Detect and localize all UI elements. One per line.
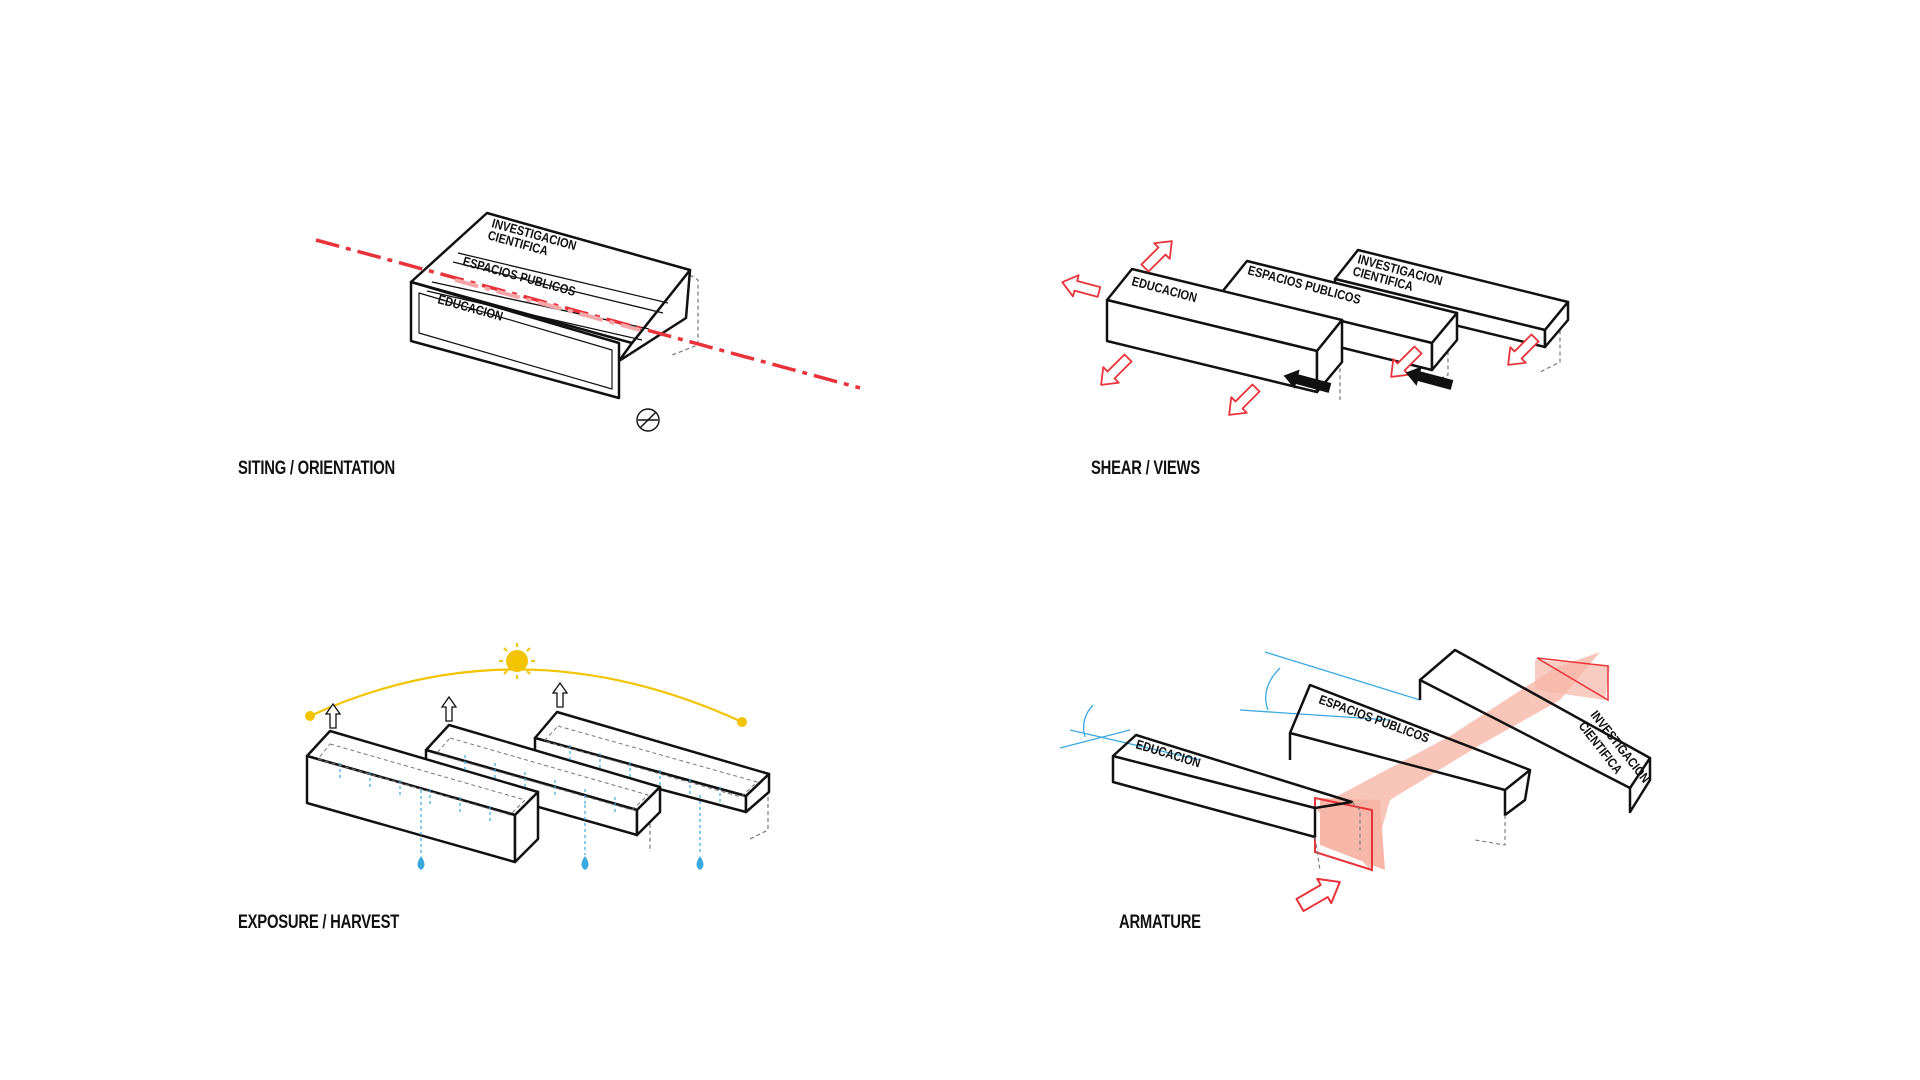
shear-block-investigacion-side (1543, 300, 1570, 349)
shear-block-educacion-side (1315, 318, 1344, 394)
siting-block (409, 211, 699, 400)
water-drops (417, 856, 704, 870)
siting-front-inset (418, 292, 613, 390)
water-drop-icon (696, 856, 704, 870)
siting-front-face (409, 280, 621, 400)
axis-line-faint (454, 278, 641, 332)
view-arrow-icon (1140, 240, 1173, 273)
siting-top-face (409, 211, 692, 345)
sun-icon (499, 643, 535, 679)
updraft-arrow-icon (440, 695, 458, 722)
wind-arrows (1283, 366, 1454, 393)
caption-armature: ARMATURE (1119, 912, 1201, 933)
updraft-arrow-icon (551, 681, 569, 708)
exposure-ghosts (639, 779, 769, 852)
exposure-block-front-side (513, 790, 540, 864)
view-arrow-icon (1507, 333, 1540, 366)
entry-arrow-icon (1295, 877, 1341, 913)
shear-block-espacios-side (1430, 311, 1459, 372)
north-arrow-icon (636, 408, 660, 432)
exposure-blocks (305, 710, 771, 864)
exposure-block-back-side (744, 772, 771, 814)
wind-arrow-icon (1283, 369, 1332, 393)
view-arrow-icon (1061, 274, 1102, 298)
armature-label-espacios: ESPACIOS PUBLICOS (1317, 692, 1431, 746)
updraft-arrow-icon (324, 702, 342, 729)
caption-siting-orientation: SITING / ORIENTATION (238, 458, 395, 479)
caption-exposure-harvest: EXPOSURE / HARVEST (238, 912, 400, 933)
updraft-arrows (324, 681, 569, 729)
siting-axis (315, 238, 861, 390)
shear-blocks (1105, 248, 1570, 394)
siting-strip-line (426, 290, 643, 341)
armature-fill (1315, 652, 1600, 870)
roof-collection-outline (317, 725, 758, 816)
water-drop-icon (581, 856, 589, 870)
armature-blocks (1111, 648, 1652, 839)
armature-volume (1314, 652, 1610, 872)
view-arrow-icon (1228, 383, 1261, 416)
water-drop-icon (417, 856, 425, 870)
exposure-block-mid-side (635, 785, 662, 837)
siting-strip-line (452, 261, 664, 314)
caption-shear-views: SHEAR / VIEWS (1091, 458, 1200, 479)
view-arrow-icon (1390, 345, 1423, 378)
wind-arrow-icon (1405, 366, 1454, 390)
sun-path-start (305, 711, 315, 721)
armature-ghosts (1314, 801, 1506, 871)
sun-path-end (737, 717, 747, 727)
view-arrows (1061, 240, 1540, 416)
view-lines (1059, 651, 1421, 761)
view-arrow-icon (1100, 353, 1133, 386)
armature-outline-top (1536, 657, 1609, 702)
armature-fill (1320, 798, 1385, 870)
armature-label-educacion: EDUCACION (1134, 737, 1202, 771)
siting-strip-line (457, 252, 669, 304)
rain-harvest-lines (339, 745, 721, 855)
